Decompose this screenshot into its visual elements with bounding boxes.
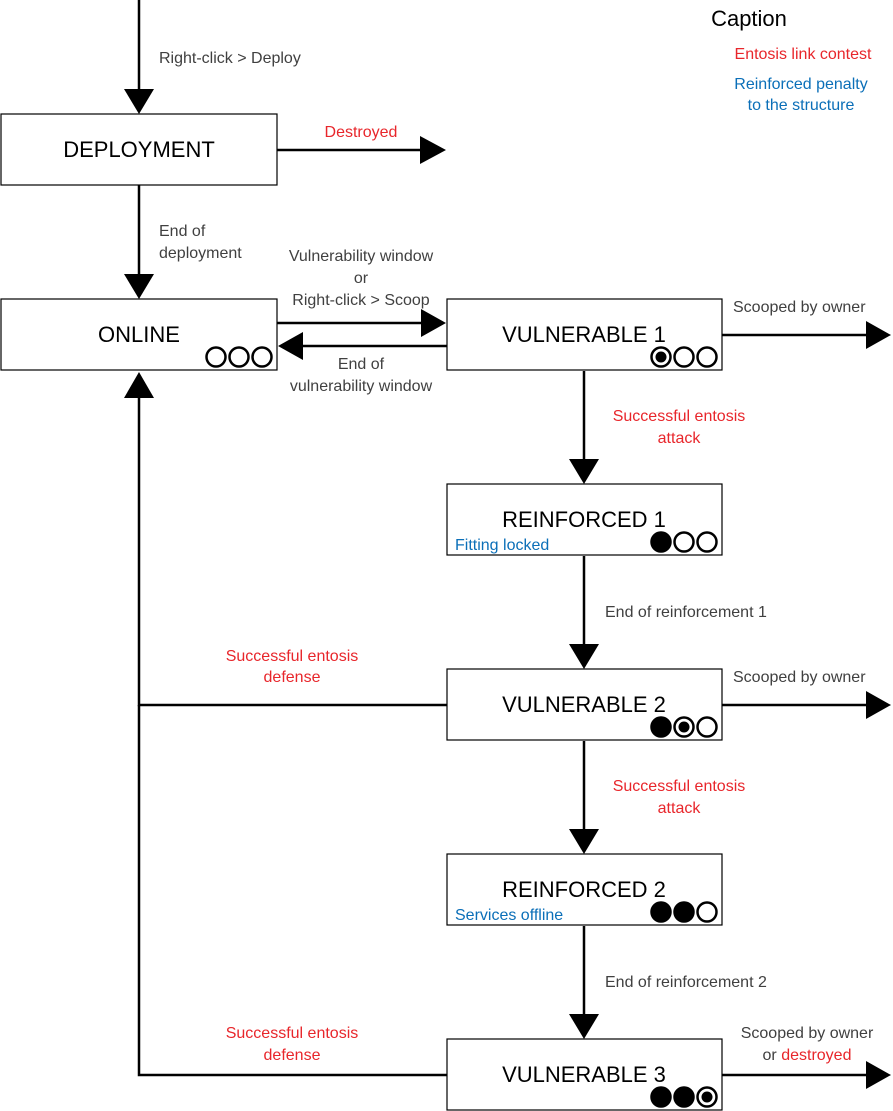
edge-label-destroyed-3: destroyed bbox=[781, 1047, 851, 1064]
node-vulnerable-3: VULNERABLE 3 bbox=[446, 1038, 723, 1111]
state-circles bbox=[650, 716, 718, 738]
edge-label-vulnerability-window: Vulnerability window bbox=[289, 248, 434, 265]
caption-penalty-label: to the structure bbox=[748, 97, 855, 114]
node-title: DEPLOYMENT bbox=[63, 137, 215, 162]
edge-label-end-deployment: deployment bbox=[159, 245, 242, 262]
state-circle-filled bbox=[673, 901, 695, 923]
arrowhead bbox=[866, 321, 891, 349]
state-circle-filled bbox=[650, 716, 672, 738]
caption-penalty-label: Reinforced penalty bbox=[734, 76, 867, 93]
caption-title: Caption bbox=[711, 6, 787, 31]
state-circle-empty bbox=[696, 901, 718, 923]
edge-label-scooped-3: Scooped by owner bbox=[741, 1025, 874, 1042]
node-vulnerable-1: VULNERABLE 1 bbox=[446, 298, 723, 371]
arrowhead bbox=[569, 829, 599, 854]
edge-label-vulnerability-window: or bbox=[354, 270, 369, 287]
state-circle-filled bbox=[650, 1086, 672, 1108]
edge-label-end-reinforcement-1: End of reinforcement 1 bbox=[605, 604, 767, 621]
edge-label-scooped-1: Scooped by owner bbox=[733, 299, 866, 316]
state-circle-filled bbox=[650, 531, 672, 553]
caption-legend: Caption Entosis link contest Reinforced … bbox=[711, 6, 872, 114]
edge-label-deploy: Right-click > Deploy bbox=[159, 50, 301, 67]
state-circle-empty bbox=[228, 346, 250, 368]
state-circle-target-dot bbox=[678, 721, 690, 733]
node-box bbox=[0, 113, 278, 186]
edge-label-defense-2: defense bbox=[264, 1047, 321, 1064]
state-circle-empty bbox=[696, 531, 718, 553]
state-circle-empty bbox=[696, 716, 718, 738]
edge-label-defense-2: Successful entosis bbox=[226, 1025, 359, 1042]
state-circles bbox=[650, 531, 718, 553]
edge-label-attack-1: Successful entosis bbox=[613, 408, 746, 425]
node-reinforced-2: REINFORCED 2 Services offline bbox=[446, 853, 723, 926]
node-online: ONLINE bbox=[0, 298, 278, 371]
state-circle-empty bbox=[205, 346, 227, 368]
node-title: VULNERABLE 1 bbox=[502, 322, 666, 347]
connector-lines bbox=[137, 0, 868, 1077]
arrowhead bbox=[124, 89, 154, 114]
node-subtitle: Fitting locked bbox=[455, 537, 549, 554]
caption-entosis-label: Entosis link contest bbox=[735, 46, 873, 63]
state-circles bbox=[205, 346, 273, 368]
state-circle-target-dot bbox=[655, 351, 667, 363]
arrowhead bbox=[569, 459, 599, 484]
node-reinforced-1: REINFORCED 1 Fitting locked bbox=[446, 483, 723, 556]
state-circles bbox=[650, 346, 718, 368]
arrowhead bbox=[569, 1014, 599, 1039]
edge-label-end-vulnerability-window: vulnerability window bbox=[290, 378, 433, 395]
edge-label-attack-2: attack bbox=[658, 800, 702, 817]
edge-label-attack-2: Successful entosis bbox=[613, 778, 746, 795]
node-deployment: DEPLOYMENT bbox=[0, 113, 278, 186]
arrowhead bbox=[420, 136, 446, 164]
edge-label-scooped-3-or-destroyed: or destroyed bbox=[763, 1047, 852, 1064]
state-circle-empty bbox=[696, 346, 718, 368]
state-circle-filled bbox=[650, 901, 672, 923]
arrowhead bbox=[421, 309, 446, 337]
edge-label-scooped-2: Scooped by owner bbox=[733, 669, 866, 686]
arrowhead bbox=[866, 691, 891, 719]
node-title: REINFORCED 1 bbox=[502, 507, 666, 532]
state-circle-filled bbox=[673, 1086, 695, 1108]
edge-label-defense-1: defense bbox=[264, 669, 321, 686]
edge-label-defense-1: Successful entosis bbox=[226, 648, 359, 665]
defense2-arrow-line bbox=[137, 705, 447, 1077]
edge-label-or: or bbox=[763, 1047, 782, 1064]
arrowheads bbox=[124, 89, 891, 1089]
state-circles bbox=[650, 901, 718, 923]
arrowhead bbox=[569, 644, 599, 669]
state-circle-empty bbox=[673, 531, 695, 553]
node-subtitle: Services offline bbox=[455, 907, 563, 924]
arrowhead bbox=[866, 1061, 891, 1089]
node-title: VULNERABLE 3 bbox=[502, 1062, 666, 1087]
state-circle-empty bbox=[251, 346, 273, 368]
node-vulnerable-2: VULNERABLE 2 bbox=[446, 668, 723, 741]
edge-label-attack-1: attack bbox=[658, 430, 702, 447]
state-circle-target-dot bbox=[701, 1091, 713, 1103]
node-title: VULNERABLE 2 bbox=[502, 692, 666, 717]
state-circle-empty bbox=[673, 346, 695, 368]
arrowhead bbox=[124, 274, 154, 299]
arrowhead bbox=[278, 332, 303, 360]
arrowhead bbox=[124, 372, 154, 398]
edge-label-destroyed: Destroyed bbox=[325, 124, 398, 141]
edge-label-vulnerability-window: Right-click > Scoop bbox=[292, 292, 429, 309]
edge-label-end-deployment: End of bbox=[159, 223, 206, 240]
edge-label-end-vulnerability-window: End of bbox=[338, 356, 385, 373]
state-circles bbox=[650, 1086, 718, 1108]
node-title: REINFORCED 2 bbox=[502, 877, 666, 902]
node-title: ONLINE bbox=[98, 322, 180, 347]
edge-label-end-reinforcement-2: End of reinforcement 2 bbox=[605, 974, 767, 991]
